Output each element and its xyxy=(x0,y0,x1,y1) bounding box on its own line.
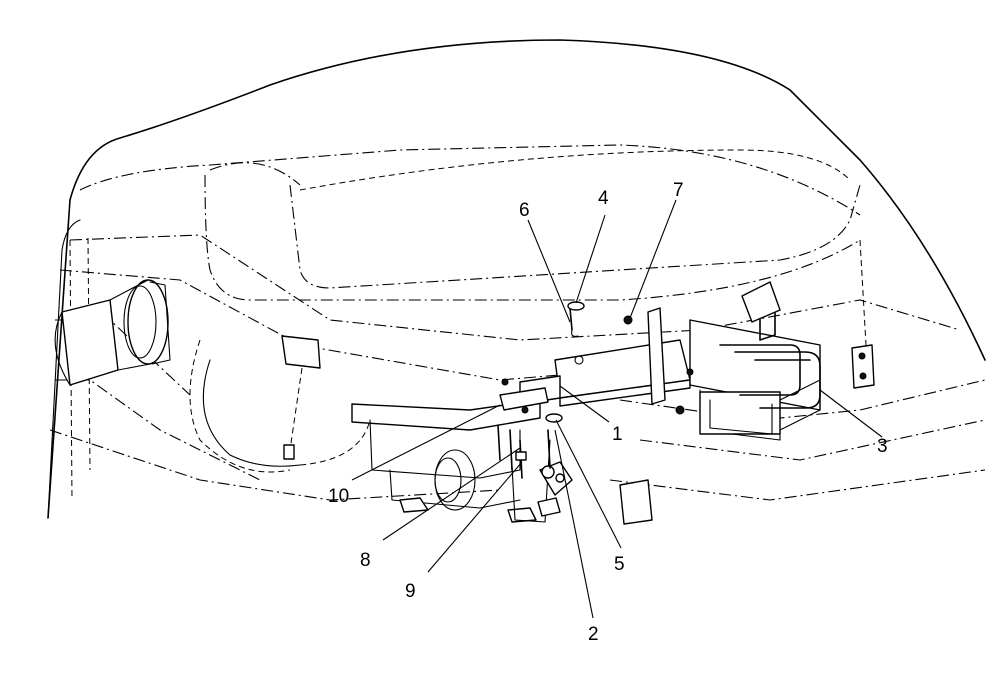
bolts xyxy=(497,424,551,479)
fan-housing xyxy=(189,335,371,473)
callout-4: 4 xyxy=(598,188,609,209)
callout-7: 7 xyxy=(673,180,684,201)
callout-1: 1 xyxy=(612,424,623,445)
callout-3: 3 xyxy=(877,436,888,457)
frame-clamp-right xyxy=(851,344,875,389)
discharge-spout xyxy=(54,279,171,386)
u-bolts xyxy=(719,281,821,409)
hopper-body xyxy=(47,39,986,519)
callout-5: 5 xyxy=(614,554,625,575)
callout-8: 8 xyxy=(360,550,371,571)
tag-plate xyxy=(619,479,653,525)
callout-6: 6 xyxy=(519,200,530,221)
callout-9: 9 xyxy=(405,581,416,602)
callout-2: 2 xyxy=(588,624,599,645)
leader-lines xyxy=(351,199,883,619)
callout-labels: 1 2 3 4 5 6 7 8 9 10 xyxy=(328,180,888,645)
pin-hardware xyxy=(501,301,633,423)
callout-10: 10 xyxy=(328,486,349,507)
gearbox xyxy=(509,429,573,523)
tube-frame xyxy=(647,307,821,441)
